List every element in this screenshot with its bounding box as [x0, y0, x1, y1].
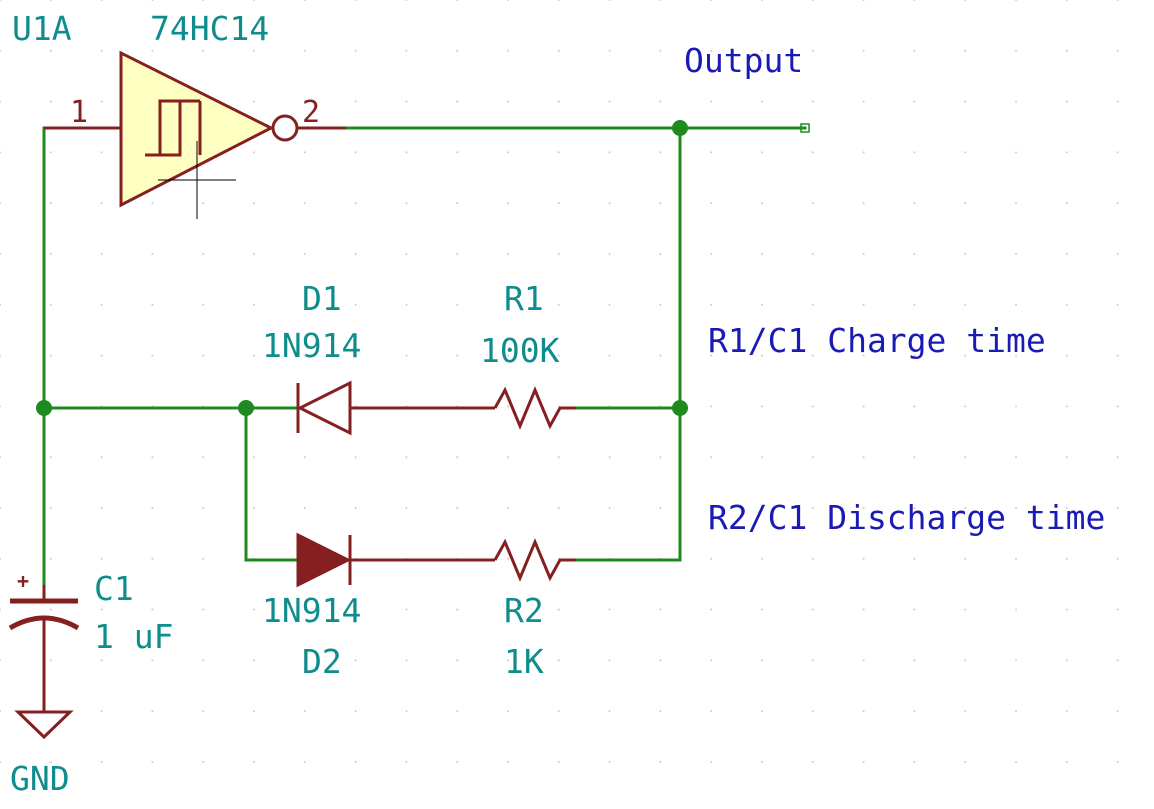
resistor-r1-symbol — [493, 386, 576, 430]
wire-d2-branch[interactable] — [244, 406, 300, 562]
diode-d2[interactable] — [296, 532, 400, 588]
junctions — [36, 120, 688, 416]
c1-ref-label: C1 — [94, 569, 134, 608]
diode-d2-symbol — [296, 532, 352, 588]
d1-ref-label: D1 — [302, 279, 342, 318]
inverter-body — [119, 50, 275, 208]
cursor-crosshair-icon — [158, 141, 236, 219]
u1-pin-in-label: 1 — [70, 95, 88, 130]
u1-value-label: 74HC14 — [150, 9, 269, 48]
c1-value-label: 1 uF — [94, 617, 173, 656]
capacitor-c1[interactable] — [8, 585, 80, 658]
output-label: Output — [684, 41, 803, 80]
diode-d1[interactable] — [296, 380, 400, 436]
resistor-r2[interactable] — [400, 538, 576, 582]
schmitt-hysteresis-icon — [145, 99, 200, 157]
junction-output[interactable] — [672, 120, 688, 136]
r1-ref-label: R1 — [504, 279, 544, 318]
junction-feedback[interactable] — [672, 400, 688, 416]
gnd-label: GND — [10, 759, 70, 798]
inverter-u1a[interactable] — [44, 50, 346, 208]
u1-ref-label: U1A — [12, 9, 72, 48]
d2-value-label: 1N914 — [262, 591, 361, 630]
resistor-r1[interactable] — [400, 386, 576, 430]
r2-value-label: 1K — [504, 642, 544, 681]
c1-polarity-label: + — [17, 569, 29, 593]
r1-value-label: 100K — [480, 331, 560, 370]
output-port-marker[interactable] — [800, 123, 810, 133]
inverter-bubble — [271, 114, 299, 142]
note-charge-time: R1/C1 Charge time — [708, 321, 1046, 360]
u1-pin-out-label: 2 — [302, 95, 320, 130]
junction-diode-branch[interactable] — [238, 400, 254, 416]
resistor-r2-symbol — [493, 538, 576, 582]
note-discharge-time: R2/C1 Discharge time — [708, 498, 1105, 537]
ground-icon[interactable] — [14, 658, 74, 740]
capacitor-c1-plate-negative — [8, 615, 80, 631]
d2-ref-label: D2 — [302, 642, 342, 681]
r2-ref-label: R2 — [504, 591, 544, 630]
d1-value-label: 1N914 — [262, 326, 361, 365]
junction-input-left[interactable] — [36, 400, 52, 416]
